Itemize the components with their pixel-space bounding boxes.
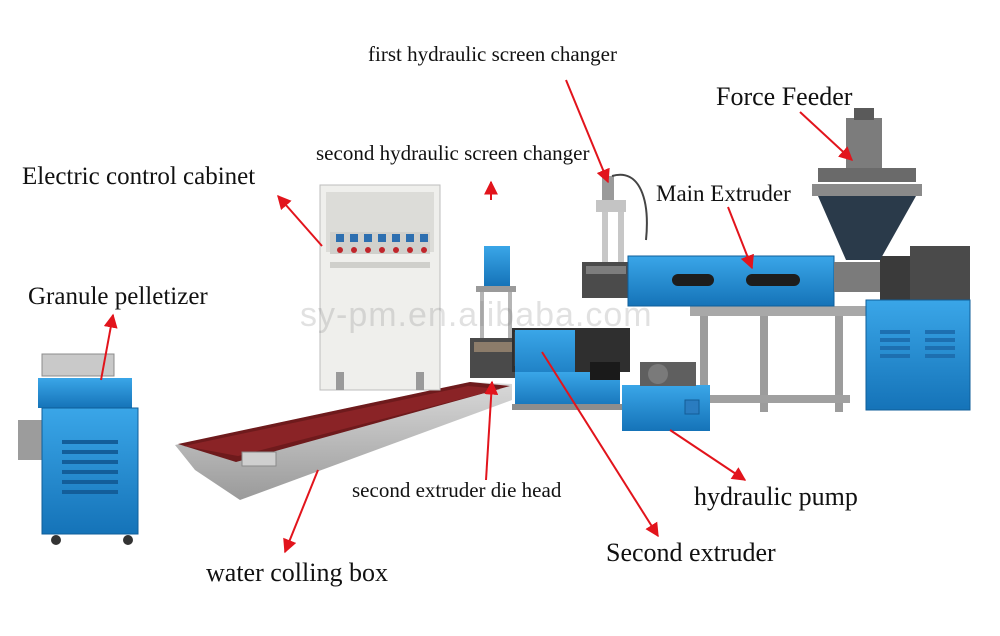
label-second-screen-changer: second hydraulic screen changer xyxy=(316,141,590,165)
arrow-first-screen-changer xyxy=(565,79,610,184)
label-hydraulic-pump: hydraulic pump xyxy=(694,482,858,511)
label-die-head: second extruder die head xyxy=(352,478,562,502)
water-cooling-box xyxy=(175,382,512,500)
watermark-text: sy-pm.en.alibaba.com xyxy=(300,296,653,334)
hydraulic-pump-machine xyxy=(622,362,710,431)
label-main-extruder: Main Extruder xyxy=(656,181,791,206)
second-extruder-machine xyxy=(512,328,630,410)
main-frame xyxy=(690,306,880,412)
label-water-box: water colling box xyxy=(206,558,388,587)
arrow-second-extruder xyxy=(541,351,659,538)
label-second-extruder: Second extruder xyxy=(606,538,776,567)
arrow-water-box xyxy=(283,469,319,554)
arrow-granule-pelletizer xyxy=(100,313,118,381)
arrow-main-extruder xyxy=(727,206,754,270)
arrow-force-feeder xyxy=(799,111,854,161)
label-granule-pelletizer: Granule pelletizer xyxy=(28,283,208,310)
label-force-feeder: Force Feeder xyxy=(716,82,853,111)
force-feeder-machine xyxy=(812,108,922,260)
electric-control-cabinet xyxy=(319,184,441,391)
label-first-screen-changer: first hydraulic screen changer xyxy=(368,42,617,66)
main-extruder-machine xyxy=(627,246,971,411)
arrow-die-head xyxy=(484,380,499,481)
granule-pelletizer-machine xyxy=(18,353,139,545)
label-control-cabinet: Electric control cabinet xyxy=(22,163,256,190)
arrow-control-cabinet xyxy=(277,194,323,247)
arrow-hydraulic-pump xyxy=(669,429,747,481)
